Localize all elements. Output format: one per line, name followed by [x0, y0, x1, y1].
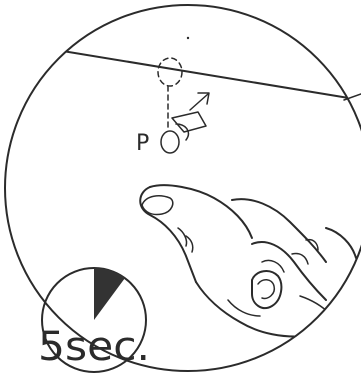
surface-dot [187, 37, 189, 39]
point-p-label: P [136, 131, 149, 156]
timer-label: 5sec. [38, 324, 150, 370]
target-spot-marker [158, 58, 182, 86]
timer-dial-icon [94, 268, 125, 320]
pressing-hand [140, 185, 356, 336]
point-p-marker [161, 131, 179, 153]
timer-dial: 5sec. [38, 268, 150, 372]
arrow-up-right-icon [190, 93, 209, 110]
